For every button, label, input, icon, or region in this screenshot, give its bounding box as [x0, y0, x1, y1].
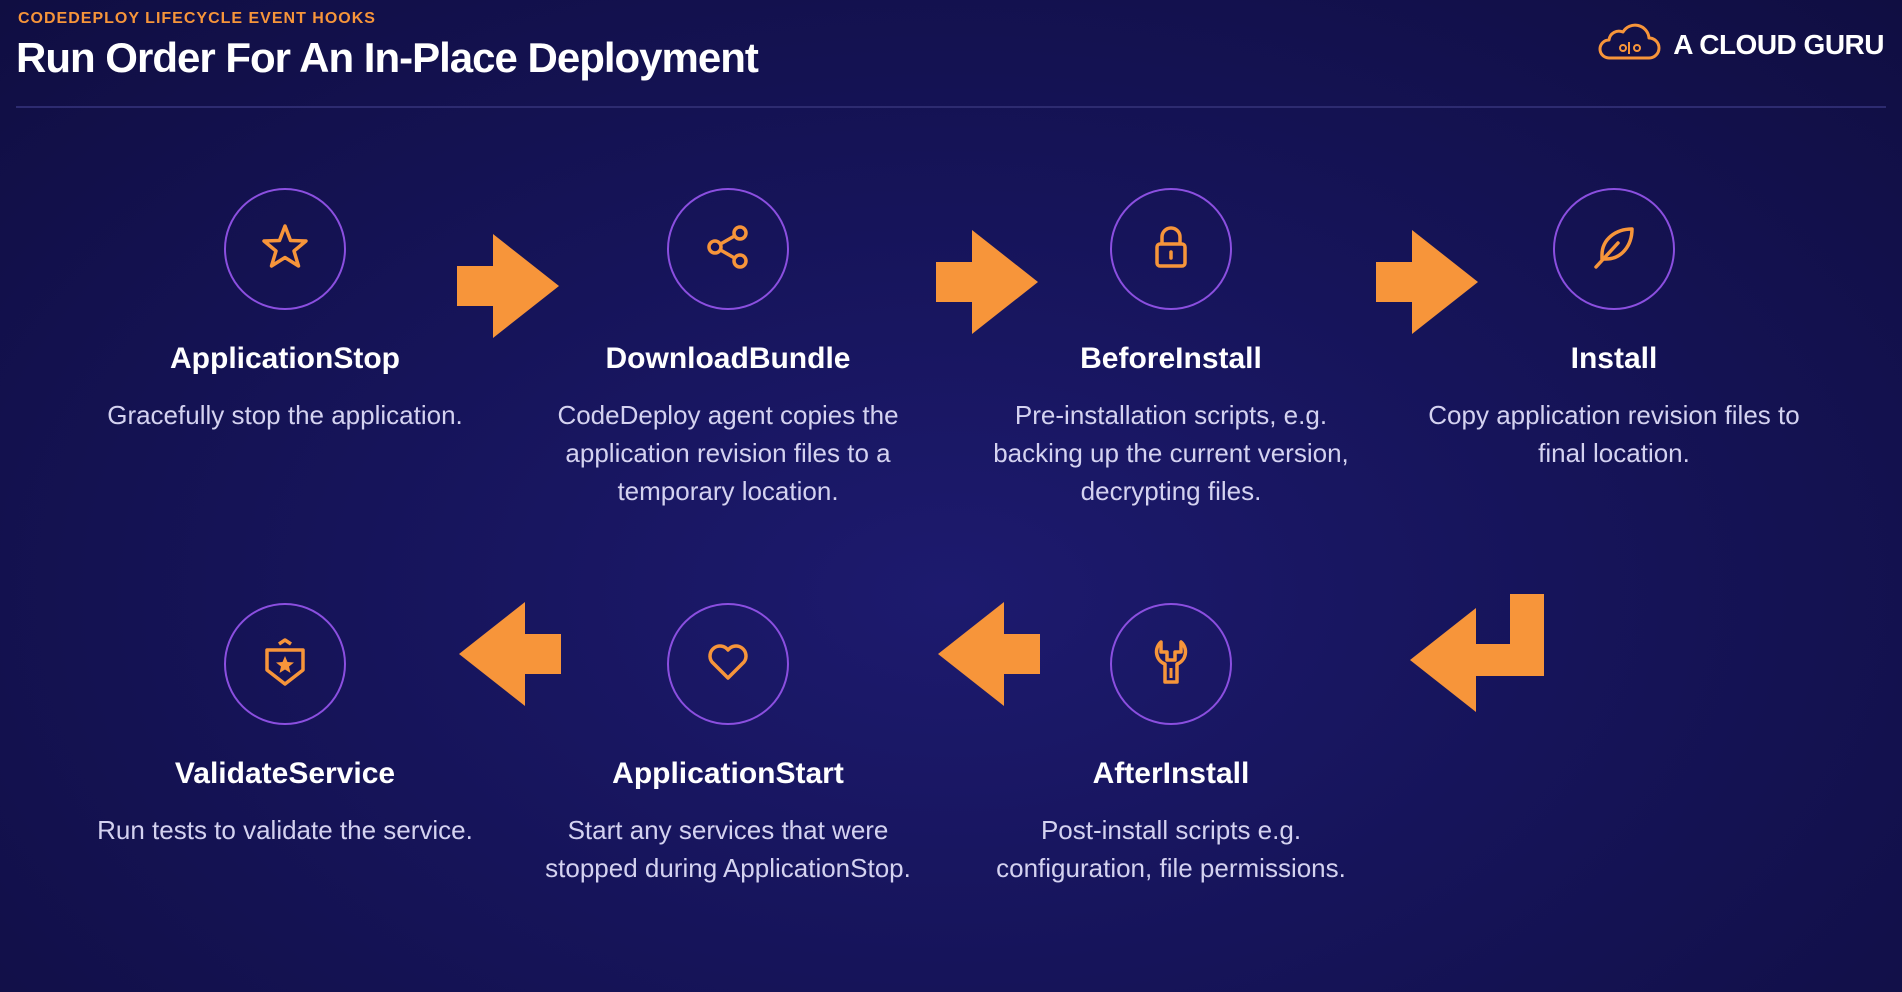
arrow-right-3: [1376, 230, 1478, 334]
step-icon-circle: [667, 188, 789, 310]
arrow-return: [1410, 594, 1544, 712]
step-description: Start any services that were stopped dur…: [545, 815, 911, 883]
arrow-right-2: [936, 230, 1038, 334]
step-description: CodeDeploy agent copies the application …: [557, 400, 899, 506]
step-icon-circle: [1553, 188, 1675, 310]
step-before-install: BeforeInstall Pre-installation scripts, …: [961, 188, 1381, 510]
cloud-logo-icon: [1597, 22, 1661, 67]
arrow-left-2: [459, 602, 561, 706]
arrow-right-1: [457, 234, 559, 338]
step-description: Pre-installation scripts, e.g. backing u…: [993, 400, 1349, 506]
step-download-bundle: DownloadBundle CodeDeploy agent copies t…: [518, 188, 938, 510]
eyebrow-label: CODEDEPLOY LIFECYCLE EVENT HOOKS: [18, 10, 376, 27]
star-icon: [259, 221, 311, 278]
step-name: ApplicationStart: [612, 757, 844, 790]
step-after-install: AfterInstall Post-install scripts e.g. c…: [961, 603, 1381, 887]
step-name: AfterInstall: [1092, 757, 1250, 790]
step-icon-circle: [667, 603, 789, 725]
lock-icon: [1145, 221, 1197, 278]
step-description: Run tests to validate the service.: [97, 815, 473, 845]
step-icon-circle: [1110, 188, 1232, 310]
step-application-stop: ApplicationStop Gracefully stop the appl…: [75, 188, 495, 434]
step-application-start: ApplicationStart Start any services that…: [518, 603, 938, 887]
step-name: DownloadBundle: [605, 342, 851, 375]
step-name: ApplicationStop: [170, 342, 400, 375]
brand: A CLOUD GURU: [1597, 22, 1884, 67]
page-title: Run Order For An In-Place Deployment: [16, 34, 759, 81]
step-install: Install Copy application revision files …: [1404, 188, 1824, 472]
brand-name: A CLOUD GURU: [1673, 28, 1884, 60]
step-description: Copy application revision files to final…: [1428, 400, 1800, 468]
arrow-left-1: [938, 602, 1040, 706]
wrench-icon: [1145, 636, 1197, 693]
step-icon-circle: [1110, 603, 1232, 725]
step-description: Post-install scripts e.g. configuration,…: [996, 815, 1346, 883]
feather-icon: [1588, 221, 1640, 278]
share-icon: [702, 221, 754, 278]
step-name: BeforeInstall: [1080, 342, 1262, 375]
heart-icon: [702, 636, 754, 693]
step-icon-circle: [224, 188, 346, 310]
header-divider: [16, 106, 1886, 108]
step-name: ValidateService: [174, 757, 396, 790]
badge-star-icon: [259, 636, 311, 693]
step-validate-service: ValidateService Run tests to validate th…: [75, 603, 495, 849]
step-name: Install: [1570, 342, 1658, 375]
step-description: Gracefully stop the application.: [107, 400, 463, 430]
step-icon-circle: [224, 603, 346, 725]
